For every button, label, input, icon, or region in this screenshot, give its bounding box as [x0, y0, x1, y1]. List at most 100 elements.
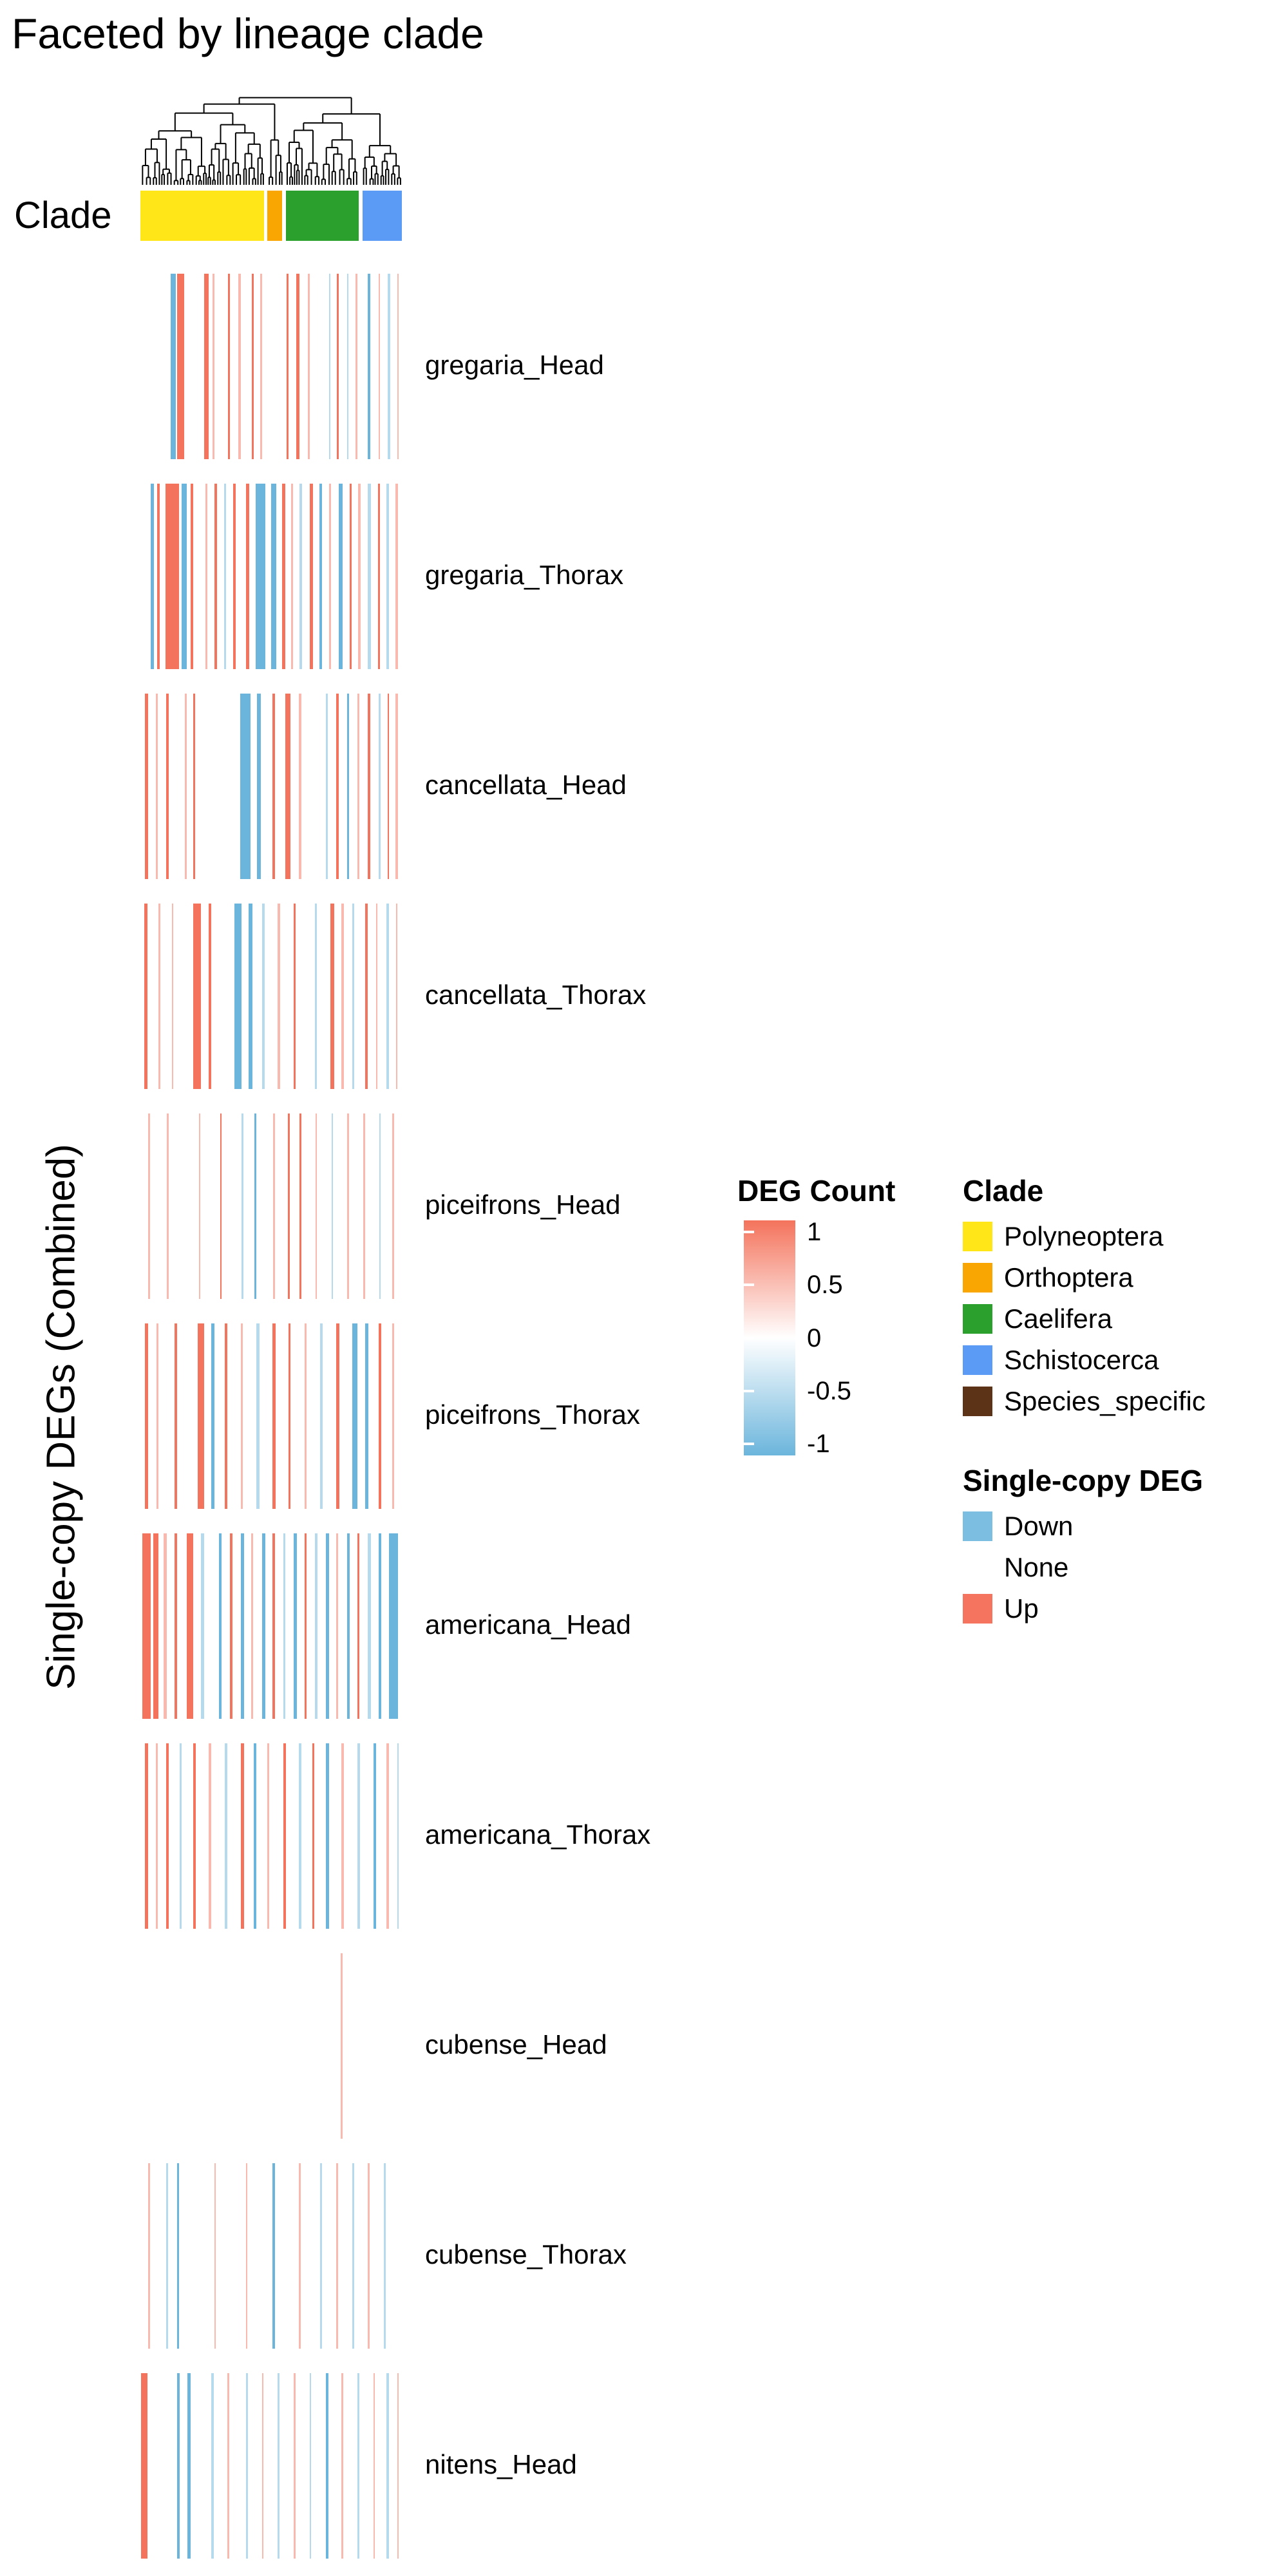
heatmap-stripe	[225, 1743, 228, 1929]
heatmap-stripe	[357, 1533, 360, 1719]
heatmap-stripe	[249, 904, 253, 1089]
single-copy-legend-row-Up: Up	[963, 1588, 1073, 1629]
heatmap-stripe	[315, 904, 317, 1089]
heatmap-stripe	[286, 274, 289, 459]
heatmap-stripe	[272, 2163, 276, 2349]
heatmap-stripe	[166, 1743, 169, 1929]
heatmap-stripe	[328, 484, 331, 669]
heatmap-stripe	[355, 274, 357, 459]
heatmap-stripe	[339, 484, 343, 669]
deg-count-tick-label: 0.5	[807, 1271, 843, 1300]
heatmap-stripe	[234, 904, 242, 1089]
heatmap-stripe	[187, 2373, 191, 2559]
heatmap-stripe	[209, 904, 212, 1089]
figure-title: Faceted by lineage clade	[12, 10, 484, 57]
single-copy-legend-label-Down: Down	[1004, 1511, 1074, 1541]
clade-segment-Caelifera	[285, 191, 359, 241]
heatmap-stripe	[193, 1743, 196, 1929]
heatmap-stripe	[346, 274, 349, 459]
clade-segment-Polyneoptera	[140, 191, 264, 241]
heatmap-stripe	[254, 1113, 256, 1299]
heatmap-stripe	[341, 2373, 343, 2559]
heatmap-stripe	[389, 1533, 398, 1719]
heatmap-stripe	[155, 694, 158, 879]
heatmap-stripe	[296, 274, 300, 459]
clade-legend-label-Schistocerca: Schistocerca	[1004, 1345, 1159, 1375]
heatmap-facet-cancellata_Thorax	[140, 904, 406, 1089]
clade-segment-Schistocerca	[363, 191, 402, 241]
heatmap-stripe	[171, 904, 174, 1089]
heatmap-stripe	[211, 2373, 214, 2559]
heatmap-stripe	[315, 1113, 317, 1299]
heatmap-stripe	[151, 484, 155, 669]
heatmap-stripe	[176, 274, 185, 459]
clade-annotation-bar	[140, 191, 406, 241]
heatmap-stripe	[349, 484, 352, 669]
heatmap-stripe	[336, 274, 339, 459]
heatmap-stripe	[386, 1743, 389, 1929]
heatmap-stripe	[395, 484, 398, 669]
facet-label-gregaria_Thorax: gregaria_Thorax	[425, 560, 624, 590]
heatmap-stripe	[346, 1533, 350, 1719]
heatmap-stripe	[174, 1533, 177, 1719]
clade-legend-swatch-Schistocerca	[963, 1345, 992, 1375]
heatmap-stripe	[299, 2163, 301, 2349]
heatmap-stripe	[309, 2373, 312, 2559]
clade-legend-swatch-Species_specific	[963, 1387, 992, 1416]
heatmap-stripe	[299, 1743, 302, 1929]
heatmap-stripe	[240, 1323, 243, 1509]
heatmap-stripe	[357, 694, 359, 879]
heatmap-stripe	[166, 694, 169, 879]
heatmap-stripe	[325, 694, 328, 879]
heatmap-stripe	[283, 1743, 286, 1929]
heatmap-stripe	[211, 1323, 215, 1509]
heatmap-stripe	[278, 904, 280, 1089]
heatmap-stripe	[148, 2163, 150, 2349]
heatmap-stripe	[397, 274, 399, 459]
heatmap-stripe	[368, 1533, 371, 1719]
heatmap-stripe	[166, 484, 179, 669]
heatmap-facet-gregaria_Thorax	[140, 484, 406, 669]
single-copy-legend-swatch-Down	[963, 1511, 992, 1541]
heatmap-stripe	[204, 274, 209, 459]
heatmap-stripe	[174, 1323, 177, 1509]
heatmap-stripe	[336, 1323, 339, 1509]
heatmap-stripe	[328, 274, 331, 459]
clade-legend-row-Species_specific: Species_specific	[963, 1381, 1206, 1422]
clade-segment-Orthoptera	[267, 191, 283, 241]
deg-count-legend-title: DEG Count	[737, 1174, 896, 1208]
heatmap-stripe	[330, 904, 334, 1089]
heatmap-stripe	[384, 2163, 386, 2349]
deg-count-tick-label: -1	[807, 1429, 830, 1458]
heatmap-stripe	[238, 274, 242, 459]
heatmap-stripe	[270, 484, 276, 669]
heatmap-stripe	[378, 1533, 382, 1719]
clade-annotation-label: Clade	[14, 194, 112, 236]
heatmap-stripe	[140, 2373, 148, 2559]
heatmap-stripe	[287, 1113, 290, 1299]
single-copy-legend-title: Single-copy DEG	[963, 1464, 1204, 1497]
clade-legend-label-Polyneoptera: Polyneoptera	[1004, 1221, 1164, 1251]
single-copy-legend-label-None: None	[1004, 1552, 1069, 1582]
heatmap-stripe	[320, 1323, 323, 1509]
heatmap-stripe	[373, 2373, 375, 2559]
heatmap-stripe	[252, 274, 254, 459]
heatmap-stripe	[386, 484, 390, 669]
heatmap-stripe	[278, 2373, 279, 2559]
heatmap-stripe	[299, 694, 301, 879]
heatmap-stripe	[261, 2373, 264, 2559]
heatmap-stripe	[357, 484, 361, 669]
single-copy-legend-row-None: None	[963, 1547, 1073, 1588]
heatmap-stripe	[225, 1323, 228, 1509]
heatmap-stripe	[368, 694, 370, 879]
heatmap-stripe	[307, 274, 310, 459]
heatmap-stripe	[156, 1323, 158, 1509]
heatmap-stripe	[294, 1533, 298, 1719]
heatmap-stripe	[352, 904, 355, 1089]
heatmap-stripe	[319, 484, 323, 669]
heatmap-stripe	[198, 1113, 201, 1299]
heatmap-facet-piceifrons_Thorax	[140, 1323, 406, 1509]
heatmap-stripe	[312, 1743, 315, 1929]
